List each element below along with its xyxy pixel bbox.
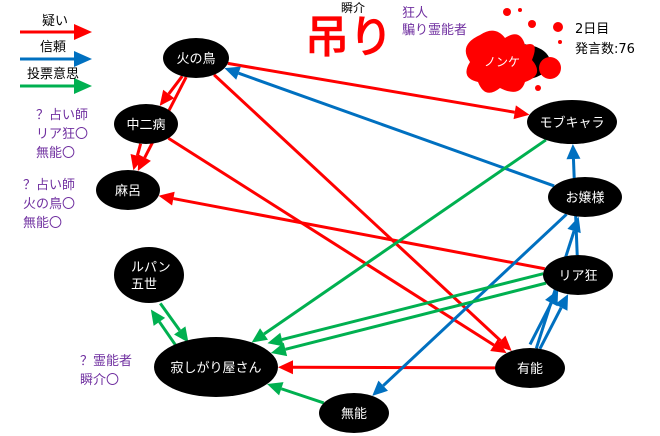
edge-vote-sabishi-lupin — [158, 320, 180, 350]
node-label: ルパン — [131, 261, 171, 276]
edge-doubt-yuno-sabishi — [292, 365, 496, 370]
arrowhead-trust — [545, 289, 559, 307]
edge-doubt-hinotori-chuuni — [167, 75, 184, 95]
node-riakyo[interactable]: リア狂 — [543, 255, 613, 295]
arrowhead-trust — [566, 143, 581, 160]
edge-doubt-chuuni-maro — [135, 143, 143, 157]
hanged-roles: 狂人騙り霊能者 — [402, 5, 467, 39]
node-label: モブキャラ — [539, 115, 604, 131]
note-line: 無能〇 — [36, 146, 76, 161]
arrowhead-trust — [372, 380, 388, 396]
arrowhead-vote — [267, 332, 284, 347]
node-chuuni[interactable]: 中二病 — [114, 104, 178, 144]
node-label: 麻呂 — [115, 184, 141, 199]
edge-vote-riakyo-sabishi — [285, 281, 547, 351]
legend-trust-label: 信頼 — [40, 40, 67, 55]
node-label: 五世 — [131, 278, 157, 293]
note-seer-1: ？占い師リア狂〇無能〇 — [36, 106, 88, 163]
node-label: 火の鳥 — [176, 52, 215, 67]
edge-trust-yuno-riakyo — [538, 306, 563, 350]
status-info: 2日目発言数:76 — [575, 20, 635, 60]
arrowhead-doubt — [277, 360, 294, 375]
arrowhead-trust — [567, 216, 581, 234]
note-line: ？占い師 — [36, 108, 89, 123]
arrowhead-trust — [554, 294, 569, 311]
node-label: 有能 — [517, 362, 543, 377]
dead-player-name: ノンケ — [484, 55, 520, 69]
legend-arrow-head — [74, 24, 92, 40]
edge-vote-muno-sabishi — [280, 387, 325, 405]
node-label: お嬢様 — [565, 191, 604, 206]
arrowhead-vote — [251, 328, 268, 343]
note-line: ？占い師 — [23, 178, 76, 193]
note-line: ？霊能者 — [80, 354, 133, 369]
node-muno[interactable]: 無能 — [319, 393, 389, 433]
node-label: リア狂 — [558, 269, 597, 284]
arrowhead-doubt — [490, 339, 507, 354]
legend-arrow-head — [74, 78, 92, 94]
note-medium: ？霊能者瞬介〇 — [80, 352, 132, 390]
node-maro[interactable]: 麻呂 — [96, 170, 160, 210]
post-count: 発言数:76 — [575, 42, 635, 57]
edge-doubt-chuuni-yuno — [167, 136, 495, 347]
note-line: 瞬介〇 — [80, 373, 120, 388]
node-ojou[interactable]: お嬢様 — [548, 177, 622, 217]
legend-arrow-head — [74, 51, 92, 67]
arrowhead-vote — [174, 326, 189, 343]
blood-splat-icon: ノンケ — [465, 8, 563, 93]
node-yuno[interactable]: 有能 — [495, 348, 565, 388]
edge-vote-lupin-sabishi — [159, 302, 181, 332]
note-line: 火の鳥〇 — [23, 197, 76, 212]
note-line: リア狂〇 — [36, 127, 89, 142]
edge-trust-ojou-hinotori — [238, 71, 555, 188]
edge-vote-riakyo-sabishi — [281, 272, 544, 342]
node-label: 中二病 — [126, 118, 165, 133]
edge-vote-mob-sabishi — [263, 138, 547, 336]
arrowhead-doubt — [130, 153, 145, 171]
node-hinotori[interactable]: 火の鳥 — [163, 38, 229, 78]
arrowhead-vote — [150, 309, 166, 326]
edge-trust-yuno-riakyo — [528, 302, 553, 346]
edge-doubt-riakyo-maro — [173, 197, 546, 271]
arrowhead-doubt — [158, 191, 175, 206]
node-mob[interactable]: モブキャラ — [527, 100, 617, 144]
hanged-name: 瞬介 — [341, 1, 366, 15]
arrowhead-vote — [267, 382, 284, 396]
note-seer-2: ？占い師火の鳥〇無能〇 — [23, 176, 75, 233]
note-line: 無能〇 — [23, 216, 63, 231]
node-sabishi[interactable]: 寂しがり屋さん — [154, 337, 278, 397]
node-label: 寂しがり屋さん — [170, 360, 261, 376]
role-line: 騙り霊能者 — [402, 23, 468, 38]
arrowhead-trust — [224, 66, 241, 80]
node-label: 無能 — [341, 407, 367, 422]
day-label: 2日目 — [575, 22, 610, 37]
edge-doubt-hinotori-mob — [227, 61, 515, 114]
legend-vote-label: 投票意思 — [27, 67, 80, 82]
arrowhead-doubt — [159, 89, 175, 106]
role-line: 狂人 — [402, 6, 429, 21]
hanged-label: 吊り — [305, 12, 393, 63]
legend-doubt-label: 疑い — [42, 14, 69, 29]
arrowhead-doubt — [513, 105, 530, 120]
